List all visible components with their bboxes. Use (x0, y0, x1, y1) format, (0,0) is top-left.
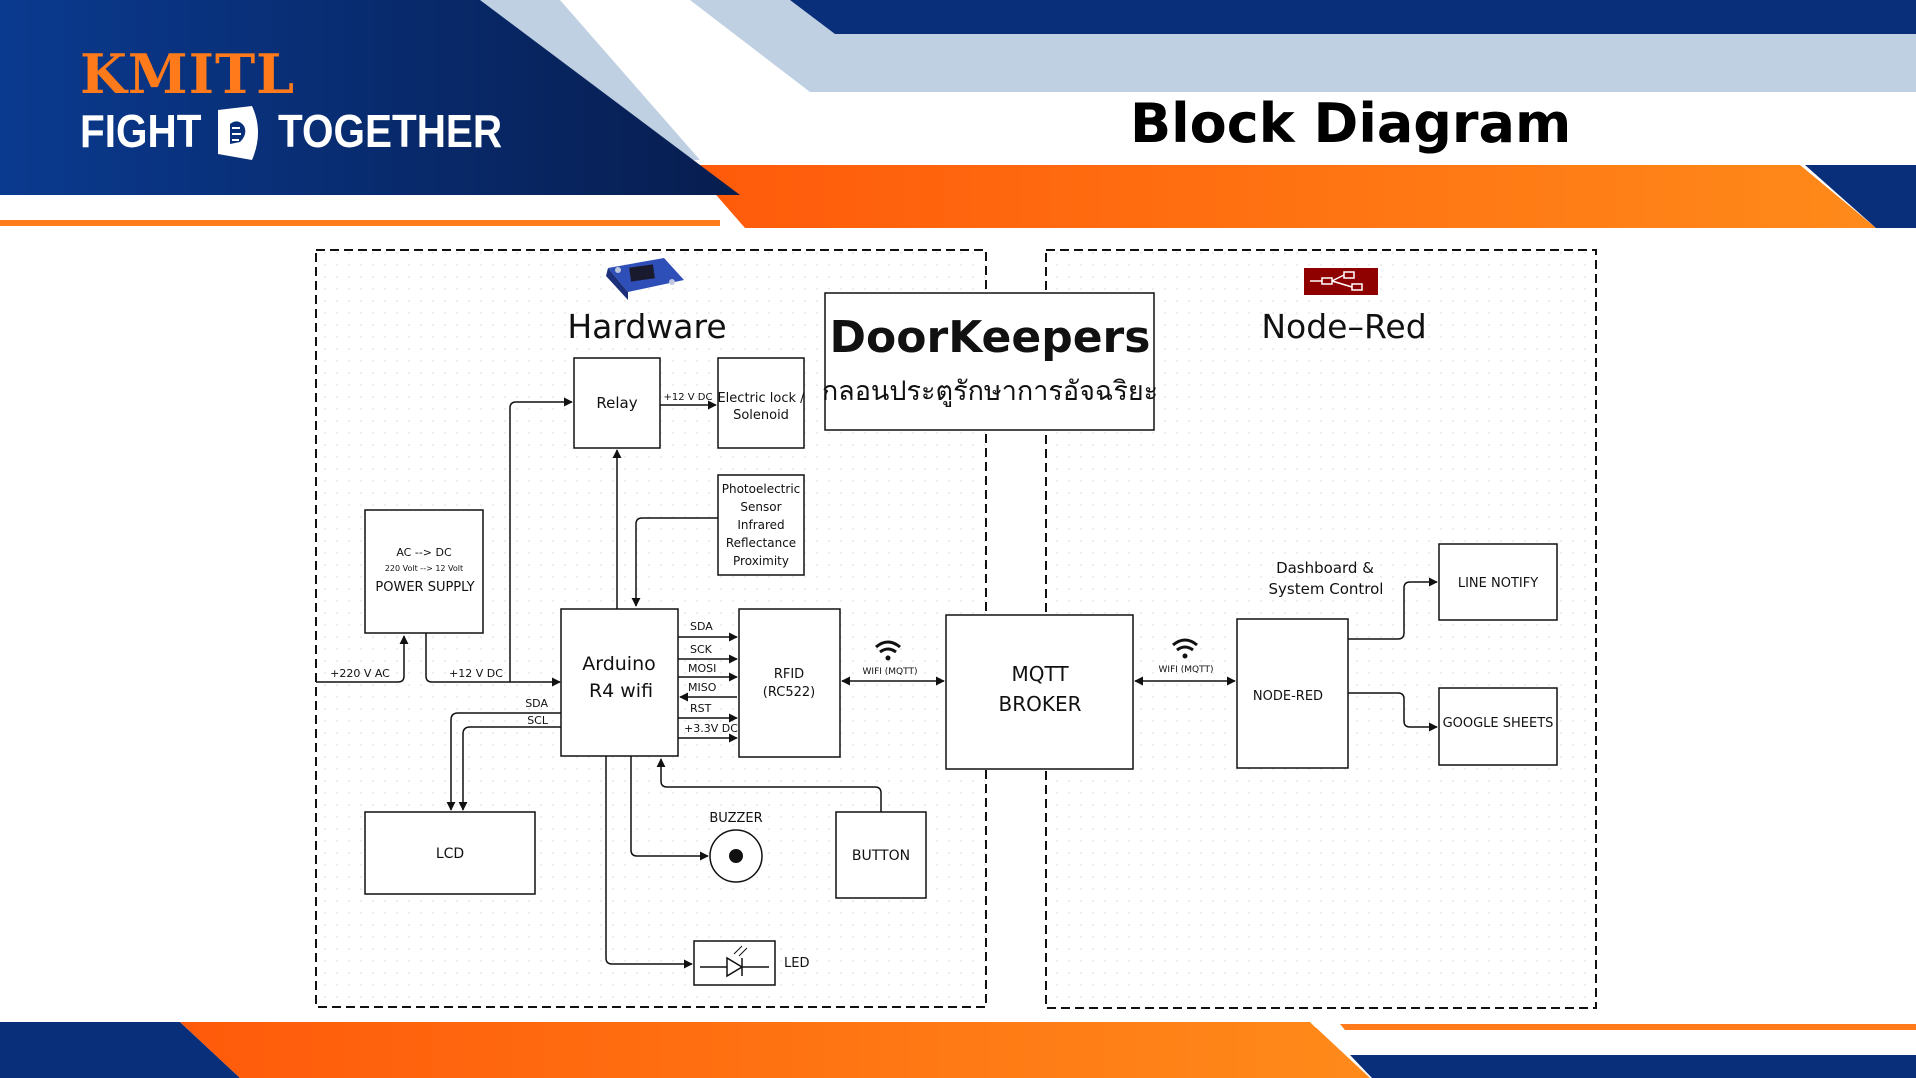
pin-sck-label: SCK (690, 643, 713, 656)
psu-to-arduino-arrow (425, 633, 561, 687)
header-orange-rule (0, 220, 720, 226)
rfid-label-2: (RC522) (763, 685, 815, 700)
lcd-sda-label: SDA (525, 697, 548, 710)
google-sheets-block (1438, 687, 1558, 766)
mqtt-label-1: MQTT (1011, 662, 1069, 686)
pin-mosi-label: MOSI (688, 662, 716, 675)
line-notify-label: LINE NOTIFY (1458, 576, 1538, 591)
ac-input-arrow (316, 635, 409, 683)
nodered-container (1045, 249, 1597, 1009)
lcd-label: LCD (436, 846, 464, 862)
sensor-label-5: Proximity (733, 554, 789, 568)
nodered-label: NODE-RED (1253, 689, 1323, 704)
hardware-title: Hardware (567, 307, 726, 346)
mqtt-label-2: BROKER (998, 692, 1081, 716)
mqtt-broker-block (945, 614, 1134, 770)
header-band-orange (690, 165, 1876, 228)
relay-block (573, 357, 661, 449)
sensor-label-3: Infrared (737, 518, 784, 532)
wifi-icon-left (875, 640, 901, 661)
relay-voltage-label: +12 V DC (664, 392, 713, 403)
sensor-label-1: Photoelectric (722, 482, 801, 496)
led-label: LED (784, 956, 809, 971)
electric-lock-block (717, 357, 805, 449)
sensor-label-4: Reflectance (726, 536, 796, 550)
project-title: DoorKeepers (830, 312, 1151, 363)
sensor-to-arduino-arrow (631, 517, 718, 607)
pin-sda-label: SDA (690, 620, 713, 633)
fist-logo-icon (218, 106, 258, 160)
sensor-label-2: Sensor (740, 500, 781, 514)
photoelectric-sensor-block (717, 474, 805, 576)
power-supply-block (364, 509, 484, 634)
pin-3v3-label: +3.3V DC (684, 722, 738, 735)
button-block (835, 811, 927, 899)
ac-input-label: +220 V AC (330, 667, 390, 680)
pin-miso-label: MISO (688, 681, 717, 694)
line-notify-block (1438, 543, 1558, 621)
dashboard-label-1: Dashboard & (1276, 559, 1374, 577)
rfid-label-1: RFID (774, 667, 804, 682)
footer-band-orange-thin (1340, 1024, 1916, 1030)
arduino-block (560, 608, 679, 757)
psu-label-3: POWER SUPPLY (375, 580, 474, 595)
lcd-sda-arrow (446, 712, 561, 811)
arduino-to-led-arrow (605, 756, 693, 969)
psu-to-relay-arrow (509, 397, 573, 682)
project-title-box (824, 292, 1155, 431)
rfid-block (738, 608, 841, 758)
footer-band-navy-left (0, 1022, 240, 1078)
wifi-icon-right (1172, 638, 1198, 659)
header-band-navy (780, 0, 1916, 34)
wifi-left-label: WIFI (MQTT) (863, 667, 918, 677)
nodered-to-sheets-arrow (1348, 692, 1438, 732)
header-band-navy-wedge (1805, 165, 1916, 228)
pin-rst-label: RST (690, 702, 712, 715)
arduino-label-1: Arduino (582, 653, 656, 675)
project-subtitle: กลอนประตูรักษาการอัจฉริยะ (822, 376, 1158, 407)
psu-label-2: 220 Volt --> 12 Volt (385, 564, 463, 573)
psu-label-1: AC --> DC (396, 546, 452, 559)
header-band-lightblue (470, 0, 1916, 160)
electric-lock-label-2: Solenoid (733, 408, 789, 423)
nodered-block (1236, 618, 1349, 769)
kmitl-logo-text: KMITL (80, 42, 296, 106)
header-logo-panel (0, 0, 740, 195)
electric-lock-label-1: Electric lock / (717, 391, 805, 406)
buzzer-label: BUZZER (709, 811, 762, 826)
hardware-module-icon (606, 258, 684, 300)
button-to-arduino-arrow (656, 758, 882, 812)
google-sheets-label: GOOGLE SHEETS (1443, 716, 1554, 731)
nodered-to-line-arrow (1348, 577, 1438, 640)
node-red-logo-icon (1304, 268, 1378, 295)
psu-voltage-label: +12 V DC (449, 667, 503, 680)
button-label: BUTTON (852, 848, 910, 864)
page-title: Block Diagram (1130, 92, 1572, 155)
nodered-title: Node–Red (1261, 307, 1426, 346)
arduino-to-buzzer-arrow (630, 756, 709, 861)
wifi-right-label: WIFI (MQTT) (1159, 665, 1214, 675)
buzzer-center (729, 849, 743, 863)
dashboard-label-2: System Control (1269, 580, 1384, 598)
header-band-white (560, 0, 810, 160)
led-diode-icon (700, 945, 769, 978)
footer-band-navy-right (1350, 1055, 1916, 1078)
fight-logo-text: FIGHT (80, 105, 202, 157)
lcd-block (364, 811, 536, 895)
arduino-label-2: R4 wifi (589, 680, 653, 702)
lcd-scl-arrow (458, 726, 561, 811)
together-logo-text: TOGETHER (278, 105, 503, 157)
lcd-scl-label: SCL (527, 714, 549, 727)
footer-band-orange (180, 1022, 1370, 1078)
relay-label: Relay (596, 394, 637, 412)
